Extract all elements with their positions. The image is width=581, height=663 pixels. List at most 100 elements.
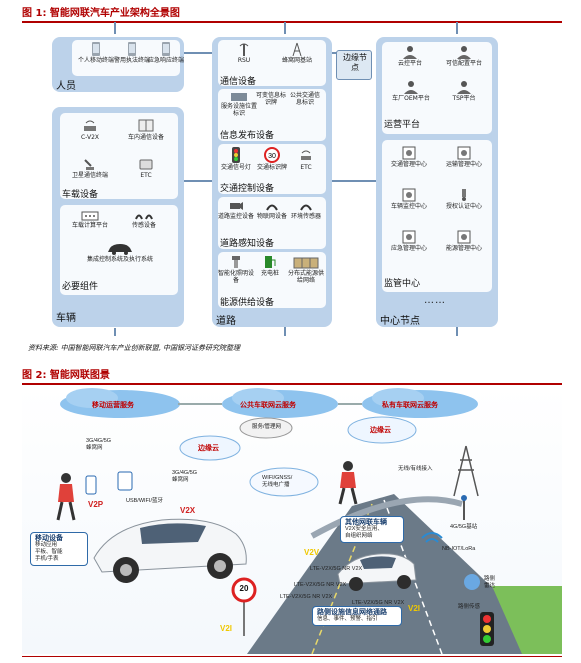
road-traffic-item: 交通信号灯 xyxy=(218,147,254,171)
info-devices-box: 服务设施位置标识 可变信息标识牌 公共交通信息标识 信息发布设备 xyxy=(218,89,326,141)
environment-sensor-icon xyxy=(300,204,312,211)
usb-wifi-bt-label: USB/WIFI/蓝牙 xyxy=(126,498,163,504)
info-label: 信息发布设备 xyxy=(220,130,275,140)
oem-platform-icon xyxy=(404,81,418,94)
cv2x-device-icon xyxy=(84,120,96,131)
energy-box: 智能化照明设备 充电桩 分布式能源供给网络 能源供给设备 xyxy=(218,252,326,308)
road-comm-item: RSU xyxy=(222,42,266,64)
v2i-tag: V2I xyxy=(408,604,421,613)
cellular-label: 3G/4G/5G 蜂窝网 xyxy=(172,470,198,483)
charging-pile-icon xyxy=(265,256,276,268)
people-item: 警用执法终端 xyxy=(110,42,154,64)
lte-v2x-label: LTE-V2X/5G NR V2X xyxy=(294,582,347,588)
supervision-box: 交通管理中心 运输管理中心 车辆监控中心 授权认证中心 应急管理中心 能源管理中… xyxy=(382,140,492,292)
iot-device-icon xyxy=(266,204,278,211)
road-energy-item: 分布式能源供给网络 xyxy=(286,255,326,284)
source-note: 资料来源: 中国智能网联汽车产业创新联盟, 中国银河证券研究院整理 xyxy=(28,344,241,352)
onboard-devices-box: C-V2X 车内通信设备 卫星通信终端 ETC 车载设备 xyxy=(60,113,178,199)
supervision-item: 运输管理中心 xyxy=(438,146,490,168)
sensing-label: 道路感知设备 xyxy=(220,238,275,248)
onboard-label: 车载设备 xyxy=(62,189,99,199)
lte-v2x-label: LTE-V2X/5G NR V2X xyxy=(280,594,333,600)
roadside-radar-label: 路侧 雷达 xyxy=(484,576,496,589)
car-icon xyxy=(108,244,132,255)
etc-gantry-icon xyxy=(301,150,311,160)
supervision-item: 能源管理中心 xyxy=(438,230,490,252)
mobile-device-callout: 移动设备 移动应用 平板、智能 手机/手表 xyxy=(30,532,88,566)
ops-platform-box: 云控平台 可信配置平台 车厂OEM平台 TSP平台 运营平台 xyxy=(382,42,492,134)
cloud-label: 公共车联网云服务 xyxy=(240,402,296,409)
traffic-label: 交通控制设备 xyxy=(220,183,275,193)
cell-tower-icon xyxy=(292,42,302,56)
onboard-item: 卫星通信终端 xyxy=(68,157,112,179)
vehicle-monitor-icon xyxy=(402,188,416,202)
road-energy-item: 智能化照明设备 xyxy=(218,255,254,284)
edge-node-box: 边缘节点 xyxy=(336,50,372,80)
ops-label: 运营平台 xyxy=(384,119,421,129)
traffic-control-box: 交通信号灯 30 交通标识牌 ETC 交通控制设备 xyxy=(218,144,326,194)
ops-item: 车厂OEM平台 xyxy=(386,80,436,102)
etc-device-icon xyxy=(139,159,153,170)
emergency-terminal-icon xyxy=(162,42,170,56)
wifi-gnss-label: WIFI/GNSS/ 无线电广播 xyxy=(262,475,293,488)
vehicle-label: 车辆 xyxy=(56,313,76,324)
transport-center-icon xyxy=(457,146,471,160)
road-sensing-item: 道路监控设备 xyxy=(218,200,254,220)
figure-2-title: 图 2: 智能网联图景 xyxy=(22,366,562,385)
road-info-item: 可变信息标识牌 xyxy=(256,92,287,106)
roadside-network-callout: 路侧设施信息网络通路 信息、事件、预警、指引 xyxy=(312,606,402,626)
v2x-tag: V2X xyxy=(180,506,196,515)
lte-v2x-label: LTE-V2X/5G NR V2X xyxy=(310,566,363,572)
other-vehicle-callout: 其他网联车辆 V2X安全应用、 自组织网络 xyxy=(340,516,404,543)
road-traffic-item: ETC xyxy=(288,147,324,171)
base-station-label: 4G/5G基站 xyxy=(450,524,478,530)
sensing-box: 道路监控设备 物联网设备 环境传感器 道路感知设备 xyxy=(218,197,326,249)
component-item: 集成控制系统及执行系统 xyxy=(70,243,170,263)
figure-2-illustration: 移动运营服务 公共车联网云服务 私有车联网云服务 边缘云 边缘云 服务/管理网 … xyxy=(22,386,562,654)
speed-sign-icon: 30 xyxy=(264,147,280,163)
rsu-icon xyxy=(239,43,249,56)
supervision-item: 车辆监控中心 xyxy=(384,188,434,210)
people-item: 个人移动终端 xyxy=(74,42,118,64)
v2v-tag: V2V xyxy=(304,548,320,557)
v2i-tag: V2I xyxy=(220,624,233,633)
smart-lighting-icon xyxy=(232,256,240,268)
speed-limit-sign: 20 xyxy=(239,584,249,593)
auth-center-icon xyxy=(462,189,466,201)
edge-node-label: 边缘节点 xyxy=(343,53,367,72)
components-box: 车载计算平台 传感设备 集成控制系统及执行系统 必要组件 xyxy=(60,205,178,295)
comm-label: 通信设备 xyxy=(220,76,257,86)
tsp-platform-icon xyxy=(457,81,471,94)
nb-iot-label: NB-IOT/LoRa xyxy=(442,546,476,552)
road-sensing-item: 环境传感器 xyxy=(288,200,324,220)
scene-drawing xyxy=(56,388,562,654)
road-sensing-item: 物联网设备 xyxy=(254,200,290,220)
road-panel: RSU 蜂窝网基站 通信设备 服务设施位置标识 可变信息标识牌 公共交通信息标识… xyxy=(212,37,332,327)
mobile-terminal-icon xyxy=(92,42,100,56)
onboard-item: 车内通信设备 xyxy=(118,119,174,141)
center-label: 中心节点 xyxy=(380,316,420,327)
v2p-tag: V2P xyxy=(88,500,104,509)
cloud-platform-icon xyxy=(403,46,417,59)
energy-center-icon xyxy=(457,230,471,244)
distributed-energy-icon xyxy=(293,257,319,269)
edge-cloud-label: 边缘云 xyxy=(370,427,391,434)
components-label: 必要组件 xyxy=(62,281,99,291)
onboard-item: C-V2X xyxy=(68,119,112,141)
people-panel: 个人移动终端 警用执法终端 应急响应终端 人员 xyxy=(52,37,184,92)
onboard-item: ETC xyxy=(124,157,168,179)
connector xyxy=(284,324,286,336)
supervision-item: 交通管理中心 xyxy=(384,146,434,168)
lte-v2x-label: LTE-V2X/5G NR V2X xyxy=(352,600,405,606)
center-panel: 云控平台 可信配置平台 车厂OEM平台 TSP平台 运营平台 交通管理中心 xyxy=(376,37,498,327)
component-item: 车载计算平台 xyxy=(66,211,114,229)
supervision-item: 应急管理中心 xyxy=(384,230,434,252)
road-traffic-item: 30 交通标识牌 xyxy=(254,147,290,171)
energy-label: 能源供给设备 xyxy=(220,297,275,307)
emergency-center-icon xyxy=(402,230,416,244)
police-terminal-icon xyxy=(128,42,136,56)
road-label: 道路 xyxy=(216,316,236,327)
road-info-item: 公共交通信息标识 xyxy=(289,92,320,106)
supervision-label: 监管中心 xyxy=(384,278,421,288)
sensor-icon xyxy=(135,214,153,220)
